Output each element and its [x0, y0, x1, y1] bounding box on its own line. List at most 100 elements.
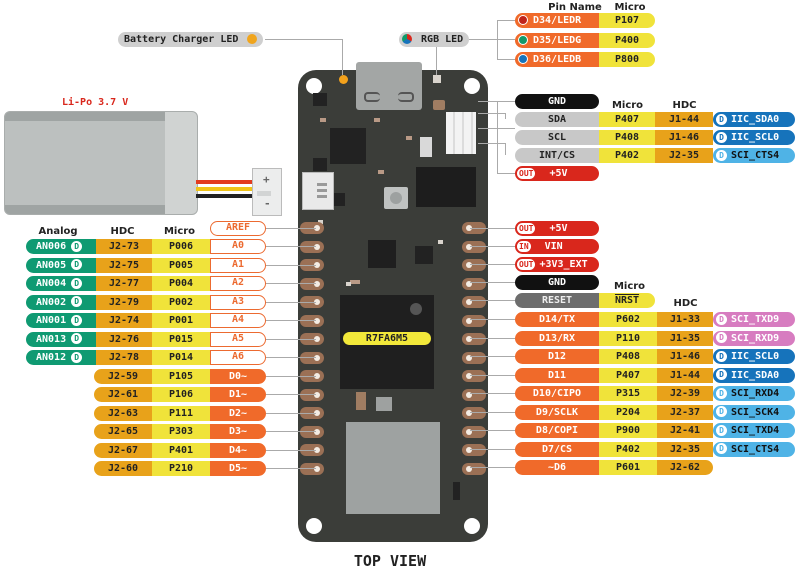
header-hdc: HDC — [672, 100, 697, 111]
usb-c-connector — [356, 62, 422, 110]
hdc-cell: J1-46 — [657, 349, 713, 364]
battery-plus: + — [263, 173, 270, 186]
header-pin-pad — [462, 388, 486, 401]
header-pin-pad — [462, 444, 486, 456]
digital-badge: D — [716, 369, 727, 380]
micro-cell: P408 — [599, 130, 655, 145]
hdc-cell: J2-39 — [657, 386, 713, 401]
digital-badge: D — [716, 131, 727, 143]
digital-pin: D10/CIPO — [515, 386, 599, 401]
analog-label: AN004 — [36, 278, 67, 289]
micro-cell: P601 — [599, 460, 657, 475]
header-pin-pad — [462, 314, 486, 327]
micro-cell: P106 — [152, 387, 210, 402]
header-pin-pad — [462, 277, 486, 290]
reset-button[interactable] — [384, 187, 408, 209]
battery-charger-led-callout: Battery Charger LED — [118, 32, 264, 47]
micro-cell: P005 — [152, 257, 210, 273]
power-label: +3V3_EXT — [539, 259, 588, 271]
pin-name-label: D34/LEDR — [533, 15, 582, 26]
power-label: +5V — [549, 223, 568, 234]
hdc-cell: J1-44 — [657, 367, 713, 383]
header-pin-pad — [462, 370, 486, 382]
micro-cell: P014 — [152, 350, 210, 365]
hdc-cell: J2-61 — [94, 387, 152, 402]
hdc-cell: J2-79 — [96, 294, 152, 310]
i2c-pin: SCL — [515, 130, 599, 145]
digital-pin: D0~ — [210, 368, 266, 384]
i2c-pin: SDA — [515, 112, 599, 127]
digital-pin: D7/CS — [515, 441, 599, 457]
digital-pin: D8/COPI — [515, 423, 599, 438]
ic-chip — [368, 240, 396, 268]
ic-chip — [415, 246, 433, 264]
header-pin-pad — [462, 425, 486, 438]
analog-label: AN013 — [36, 333, 67, 345]
leader-line — [470, 228, 515, 229]
view-title: TOP VIEW — [353, 552, 427, 570]
leader-line — [470, 319, 515, 320]
pin-reset: RESET — [515, 293, 599, 308]
digital-pin: D4~ — [210, 442, 266, 458]
rgb-pin-name: D35/LEDG — [515, 32, 599, 48]
hdc-cell: J2-60 — [94, 461, 152, 476]
digital-badge: D — [716, 424, 727, 436]
digital-pin: D11 — [515, 367, 599, 383]
digital-badge: D — [71, 277, 83, 289]
leader-line — [470, 448, 515, 450]
lipo-battery — [4, 111, 198, 215]
hdc-cell: J1-33 — [657, 312, 713, 327]
ic-chip — [313, 93, 327, 106]
leader-line — [266, 394, 316, 395]
i2c-gnd: GND — [515, 94, 599, 109]
digital-badge: D — [71, 259, 83, 270]
micro-cell: P402 — [599, 148, 655, 163]
leader-line — [470, 430, 515, 431]
pin-name-label: D36/LEDB — [533, 54, 582, 65]
mounting-hole — [306, 78, 322, 94]
header-micro: Micro — [611, 100, 644, 111]
micro-cell: P402 — [599, 441, 657, 457]
header-analog: Analog — [38, 226, 78, 237]
leader-line — [266, 246, 316, 247]
leader-line — [470, 393, 515, 394]
digital-pin: D5~ — [210, 461, 266, 476]
leader-line — [470, 246, 515, 248]
rgb-pin-name: D34/LEDR — [515, 13, 599, 28]
i2c-pin: INT/CS — [515, 148, 599, 163]
charger-led — [339, 75, 348, 84]
header-pin-pad — [462, 407, 486, 419]
digital-pin: D9/SCLK — [515, 404, 599, 420]
battery-wires — [196, 176, 252, 206]
analog-label: AN005 — [36, 259, 67, 271]
leader-line — [266, 320, 316, 321]
hdc-cell: J1-46 — [655, 130, 713, 145]
leader-line — [266, 449, 316, 451]
ic-chip — [330, 128, 366, 164]
battery-connector: + - — [252, 168, 282, 216]
leader-line — [470, 337, 515, 339]
digital-badge: D — [716, 332, 727, 343]
ic-chip — [416, 167, 476, 207]
digital-pin: D3~ — [210, 424, 266, 439]
analog-pin: A6 — [210, 350, 266, 365]
leader-line — [266, 264, 316, 266]
battery-label: Li-Po 3.7 V — [62, 97, 129, 108]
leader-line — [470, 467, 515, 468]
micro-cell: P006 — [152, 239, 210, 254]
function-label: SCI_TXD9 — [731, 314, 780, 325]
hdc-cell: J2-73 — [96, 239, 152, 254]
digital-badge: D — [716, 406, 727, 417]
rgb-led-label: RGB LED — [421, 34, 464, 45]
digital-badge: D — [716, 350, 727, 362]
micro-cell: P001 — [152, 313, 210, 328]
analog-pin: A4 — [210, 313, 266, 328]
digital-pin: D12 — [515, 349, 599, 364]
digital-badge: D — [71, 314, 83, 326]
